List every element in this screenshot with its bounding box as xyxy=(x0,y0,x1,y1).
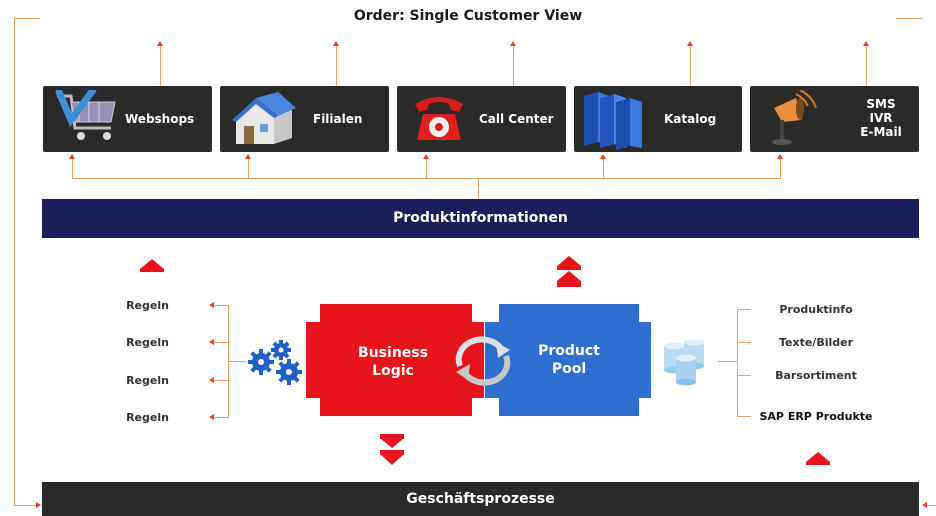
rule-arrow-2 xyxy=(209,339,214,345)
shopping-cart-icon xyxy=(55,90,116,140)
dist-arrow-3 xyxy=(423,154,429,159)
distribution-line xyxy=(72,178,781,179)
up-arrow-right xyxy=(806,452,830,462)
channel-filialen: Filialen xyxy=(220,86,389,152)
sources-connector-vertical xyxy=(737,309,738,417)
product-pool-block: Product Pool xyxy=(516,342,622,378)
source-label: SAP ERP Produkte xyxy=(759,410,873,423)
business-logic-block: Business Logic xyxy=(340,344,446,380)
telephone-icon xyxy=(415,97,463,140)
channel-up-arrow-3 xyxy=(510,41,516,46)
channel-sms-ivr-email: SMS IVR E-Mail xyxy=(750,86,919,152)
dist-drop-5 xyxy=(780,158,781,178)
channel-label: Katalog xyxy=(664,112,717,126)
source-line-4 xyxy=(737,416,751,417)
rule-arrow-3 xyxy=(209,377,214,383)
double-up-arrow-bottom xyxy=(557,271,581,281)
channel-katalog: Katalog xyxy=(574,86,742,152)
rule-line-4 xyxy=(214,417,228,418)
arrow-into-bottom-band xyxy=(36,502,41,508)
dist-drop-4 xyxy=(603,158,604,178)
dist-arrow-5 xyxy=(777,154,783,159)
product-pool-shape xyxy=(485,304,651,416)
up-arrow-left-base xyxy=(140,269,164,272)
channel-label: Filialen xyxy=(313,112,363,126)
channel-up-line-4 xyxy=(690,46,691,86)
dist-arrow-1 xyxy=(69,154,75,159)
dist-arrow-2 xyxy=(245,154,251,159)
channel-up-line-5 xyxy=(866,46,867,86)
gears-icon xyxy=(248,340,302,385)
channel-label: Webshops xyxy=(125,112,195,126)
channel-up-arrow-5 xyxy=(863,41,869,46)
product-pool-line1: Product xyxy=(538,343,600,359)
channel-up-line-2 xyxy=(336,46,337,86)
source-line-1 xyxy=(737,309,751,310)
source-line-2 xyxy=(737,342,751,343)
source-label: Barsortiment xyxy=(775,369,857,382)
rule-arrow-1 xyxy=(209,302,214,308)
channel-label-ivr: IVR xyxy=(869,111,893,125)
books-icon xyxy=(584,92,642,150)
double-down-arrow xyxy=(380,438,404,465)
channel-up-line-3 xyxy=(513,46,514,86)
sources-connector-horizontal xyxy=(718,361,737,362)
up-arrow-right-base xyxy=(806,462,830,465)
rule-label: Regeln xyxy=(126,374,169,387)
double-down-arrow-top-base xyxy=(380,434,404,439)
channel-label-email: E-Mail xyxy=(860,125,902,139)
megaphone-icon xyxy=(772,90,817,145)
channel-label-multiline: SMS IVR E-Mail xyxy=(853,97,909,139)
business-logic-shape xyxy=(306,304,484,416)
business-logic-line2: Logic xyxy=(372,363,414,379)
diagram-title: Order: Single Customer View xyxy=(353,8,583,24)
dist-drop-3 xyxy=(426,158,427,178)
rules-connector-horizontal xyxy=(228,361,246,362)
channel-up-arrow-4 xyxy=(687,41,693,46)
database-icon xyxy=(664,340,704,386)
channel-webshops: Webshops xyxy=(43,86,212,152)
rule-line-2 xyxy=(214,342,228,343)
dist-drop-1 xyxy=(72,158,73,178)
produktinformationen-band: Produktinformationen xyxy=(42,199,919,238)
title-connector-left xyxy=(14,18,40,19)
double-up-arrow-top-base xyxy=(557,266,581,270)
rule-label: Regeln xyxy=(126,336,169,349)
source-label: Texte/Bilder xyxy=(778,336,854,349)
product-pool-line2: Pool xyxy=(551,361,587,377)
rule-arrow-4 xyxy=(209,414,214,420)
rule-line-3 xyxy=(214,380,228,381)
dist-arrow-4 xyxy=(600,154,606,159)
title-connector-right xyxy=(896,18,922,19)
dist-stem xyxy=(478,178,479,199)
outer-connector-bottom-left xyxy=(14,505,38,506)
cycle-arrows-icon xyxy=(455,336,511,386)
channel-up-arrow-2 xyxy=(333,41,339,46)
source-label: Produktinfo xyxy=(779,303,853,316)
double-up-arrow-top xyxy=(557,256,581,266)
channel-up-arrow-1 xyxy=(157,41,163,46)
house-icon xyxy=(232,92,296,144)
arrow-right-edge xyxy=(922,502,927,508)
outer-connector-bottom-right xyxy=(927,505,936,506)
up-arrow-left xyxy=(140,259,164,269)
channel-label-sms: SMS xyxy=(866,97,896,111)
channel-label: Call Center xyxy=(479,112,554,126)
double-up-arrow-bottom-base xyxy=(557,281,581,287)
geschaeftsprozesse-band: Geschäftsprozesse xyxy=(42,482,919,516)
business-logic-line1: Business xyxy=(358,345,428,361)
channel-call-center: Call Center xyxy=(397,86,566,152)
dist-drop-2 xyxy=(248,158,249,178)
source-line-3 xyxy=(737,375,751,376)
rule-label: Regeln xyxy=(126,299,169,312)
rule-label: Regeln xyxy=(126,411,169,424)
channel-up-line-1 xyxy=(160,46,161,86)
outer-connector-left xyxy=(14,18,15,506)
rule-line-1 xyxy=(214,305,228,306)
